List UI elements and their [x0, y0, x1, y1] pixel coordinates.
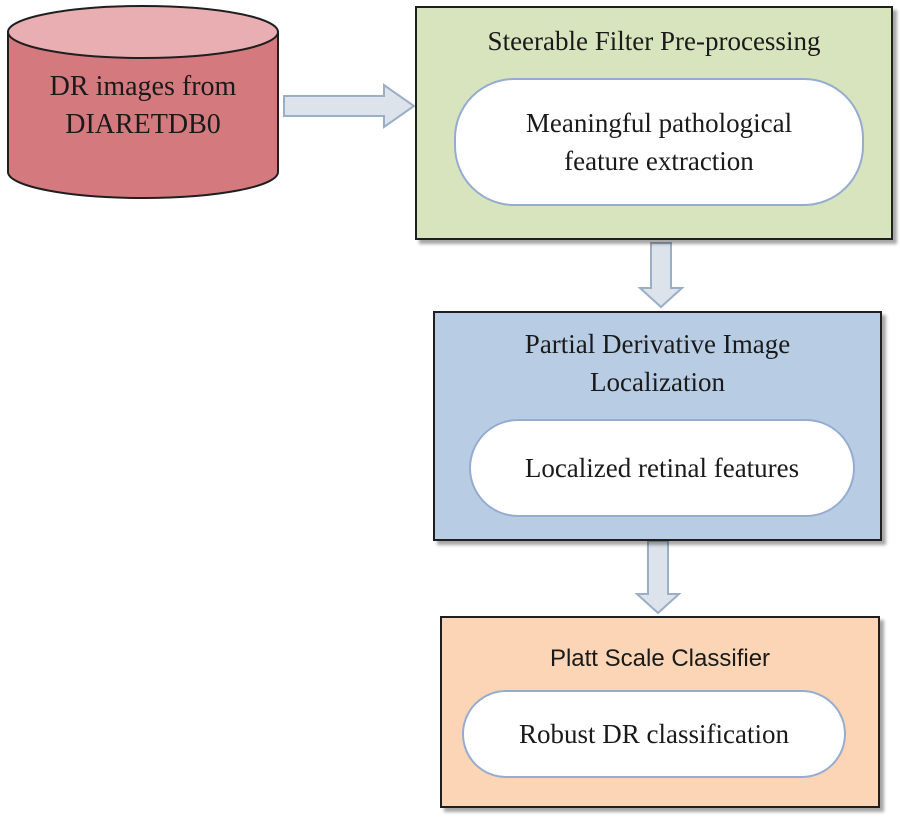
- database-cylinder: [7, 5, 279, 199]
- step-title: Partial Derivative Image Localization: [524, 329, 791, 397]
- step-output-pill: Localized retinal features: [469, 419, 855, 517]
- arrow-down-1: [637, 242, 685, 309]
- arrow-down-2: [634, 540, 682, 615]
- step-output-text: Robust DR classification: [519, 719, 789, 749]
- step-title: Platt Scale Classifier: [549, 645, 771, 672]
- step-platt-classifier: Platt Scale Classifier Robust DR classif…: [440, 616, 880, 808]
- arrow-right: [283, 83, 416, 129]
- cylinder-body: [7, 31, 279, 199]
- cylinder-top: [7, 5, 279, 59]
- step-title: Steerable Filter Pre-processing: [487, 26, 821, 56]
- step-steerable-filter: Steerable Filter Pre-processing Meaningf…: [415, 6, 893, 240]
- step-output-text: Meaningful pathological feature extracti…: [525, 108, 793, 176]
- step-output-pill: Robust DR classification: [462, 690, 846, 778]
- step-output-pill: Meaningful pathological feature extracti…: [454, 78, 864, 206]
- step-partial-derivative: Partial Derivative Image Localization Lo…: [433, 311, 882, 541]
- step-output-text: Localized retinal features: [524, 453, 800, 483]
- database-label: DR images from DIARETDB0: [49, 71, 237, 140]
